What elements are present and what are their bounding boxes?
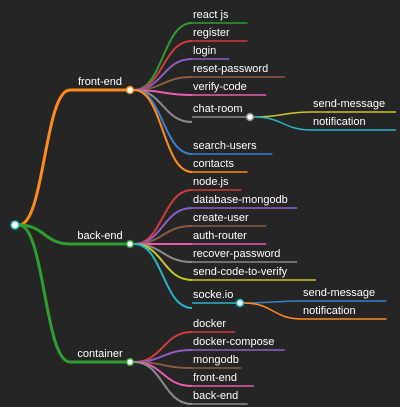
leaf-label: back-end xyxy=(193,390,238,402)
mind-map-nodes: front-end react js register login reset-pass… xyxy=(10,9,385,402)
root-link xyxy=(18,88,71,227)
leaf-link xyxy=(133,89,193,155)
subleaf-label: notification xyxy=(313,116,366,128)
leaf-label: search-users xyxy=(193,140,257,152)
root-node[interactable] xyxy=(10,220,20,230)
leaf-label: register xyxy=(193,27,230,39)
branch-node[interactable] xyxy=(125,357,135,367)
branch-node[interactable] xyxy=(125,239,135,249)
leaf-label: verify-code xyxy=(193,81,247,93)
subleaf-label: notification xyxy=(303,305,356,317)
leaf-label: chat-room xyxy=(193,103,243,115)
subleaf-link xyxy=(253,111,313,118)
mind-map-links xyxy=(18,22,396,405)
leaf-label: recover-password xyxy=(193,248,280,260)
subleaf-link xyxy=(243,300,303,304)
leaf-label: create-user xyxy=(193,212,249,224)
leaf-link xyxy=(133,331,193,363)
subleaf-link xyxy=(253,116,313,131)
root-link xyxy=(18,223,71,364)
leaf-label: mongodb xyxy=(193,354,239,366)
collapse-node[interactable] xyxy=(245,112,255,122)
branch-label: front-end xyxy=(78,76,122,88)
leaf-link xyxy=(133,89,193,173)
leaf-label: node.js xyxy=(193,176,229,188)
leaf-label: react js xyxy=(193,9,229,21)
subleaf-link xyxy=(243,302,303,320)
leaf-link xyxy=(133,243,193,309)
leaf-label: contacts xyxy=(193,158,234,170)
leaf-label: front-end xyxy=(193,372,237,384)
leaf-link xyxy=(133,361,193,405)
root-link xyxy=(18,223,71,246)
branch-node[interactable] xyxy=(125,85,135,95)
leaf-label: docker-compose xyxy=(193,336,274,348)
leaf-label: auth-router xyxy=(193,230,247,242)
collapse-node[interactable] xyxy=(235,298,245,308)
branch-label: container xyxy=(77,348,123,360)
leaf-label: send-code-to-verify xyxy=(193,266,288,278)
leaf-label: reset-password xyxy=(193,63,268,75)
branch-label: back-end xyxy=(77,230,122,242)
leaf-label: socke.io xyxy=(193,289,233,301)
leaf-link xyxy=(133,22,193,91)
leaf-label: login xyxy=(193,45,216,57)
leaf-label: docker xyxy=(193,318,226,330)
subleaf-label: send-message xyxy=(313,98,385,110)
leaf-label: database-mongodb xyxy=(193,194,288,206)
subleaf-label: send-message xyxy=(303,287,375,299)
